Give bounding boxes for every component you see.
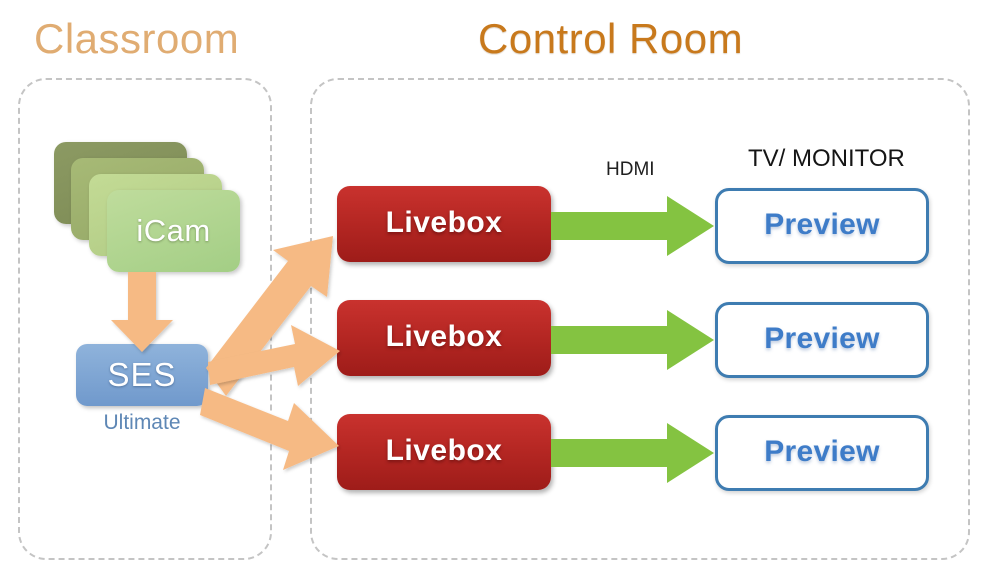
zone-title-control-room: Control Room [478,15,744,62]
preview-label: Preview [764,322,880,355]
livebox-row-2[interactable]: Livebox [337,300,551,376]
livebox-label: Livebox [385,320,503,353]
icam-label: iCam [136,212,211,248]
hdmi-connection-label: HDMI [606,159,655,180]
ses-label: SES [107,355,177,393]
livebox-row-3[interactable]: Livebox [337,414,551,490]
livebox-row-1[interactable]: Livebox [337,186,551,262]
ses-sublabel: Ultimate [103,411,181,434]
tv-monitor-group-label: TV/ MONITOR [748,145,905,172]
preview-label: Preview [764,435,880,468]
preview-row-1[interactable]: Preview [715,188,929,264]
livebox-label: Livebox [385,434,503,467]
icam-camera-stack[interactable]: iCam [54,142,242,272]
zone-title-classroom: Classroom [34,15,240,62]
icam-layer-front: iCam [107,190,240,272]
preview-label: Preview [764,208,880,241]
livebox-label: Livebox [385,206,503,239]
ses-switcher-box[interactable]: SES [76,344,208,406]
preview-row-2[interactable]: Preview [715,302,929,378]
preview-row-3[interactable]: Preview [715,415,929,491]
